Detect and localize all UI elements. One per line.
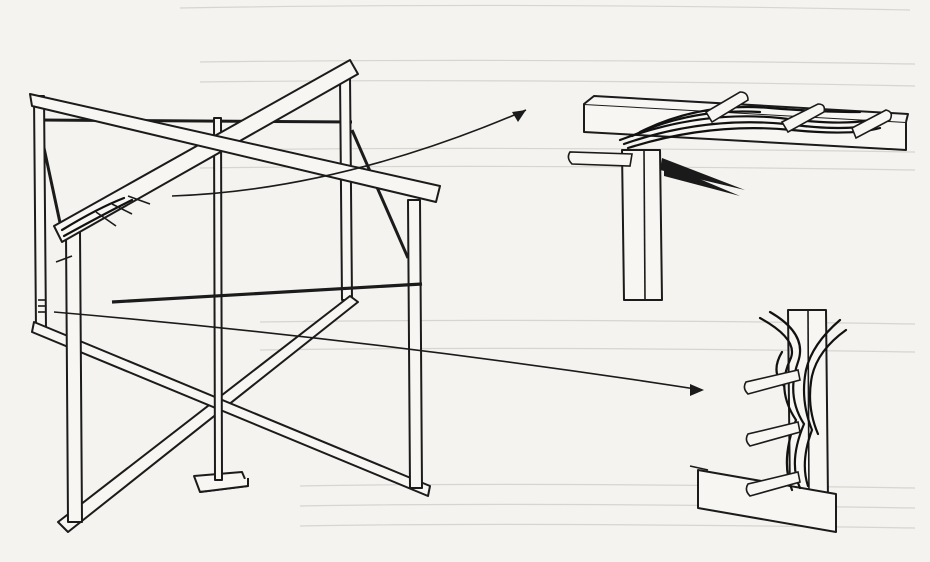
back-right-post <box>339 75 353 301</box>
left-post-pegs <box>38 299 46 313</box>
upper-pegs <box>55 195 151 263</box>
base-plate-side <box>199 478 249 493</box>
arrow-to-top-detail <box>171 109 527 197</box>
arrow-to-bottom-detail <box>53 311 703 391</box>
warping-frame <box>29 59 441 533</box>
lower-cross-beam-b <box>31 321 431 497</box>
bottom-peg-detail <box>689 309 848 533</box>
top-peg-detail <box>567 91 909 301</box>
back-left-post <box>33 95 47 331</box>
yarn-tail <box>660 158 745 190</box>
front-right-post <box>407 199 423 489</box>
warp-thread-line <box>111 282 423 304</box>
lower-cross-beam-a <box>57 295 359 533</box>
upper-cross-beam-b <box>29 93 441 203</box>
front-left-post <box>65 231 83 523</box>
back-right-brace <box>350 129 410 259</box>
top-back-crossbar <box>39 118 353 124</box>
callout-arrows <box>53 109 704 396</box>
central-mast <box>213 117 223 481</box>
